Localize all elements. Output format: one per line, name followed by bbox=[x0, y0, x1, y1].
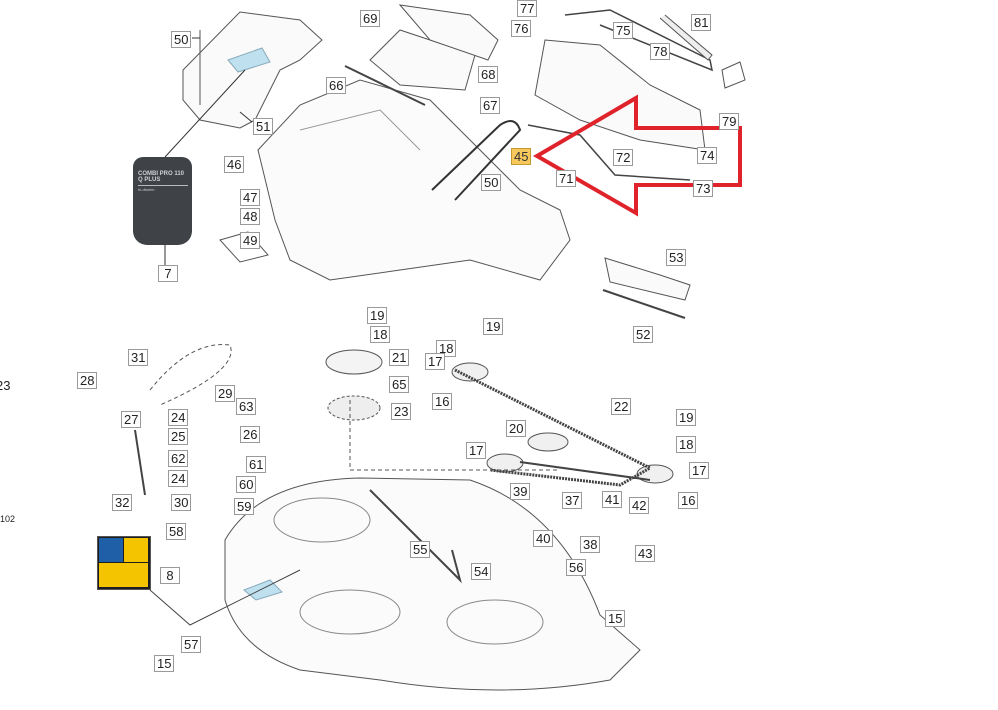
belt-22 bbox=[454, 368, 654, 487]
callout[interactable]: 69 bbox=[360, 10, 381, 27]
callout[interactable]: 20 bbox=[506, 420, 527, 437]
callout[interactable]: 42 bbox=[629, 497, 650, 514]
callout[interactable]: 28 bbox=[77, 372, 98, 389]
callout[interactable]: 18 bbox=[676, 436, 697, 453]
callout[interactable]: 17 bbox=[466, 442, 487, 459]
callout[interactable]: 78 bbox=[650, 43, 671, 60]
callout[interactable]: 23 bbox=[391, 403, 412, 420]
callout[interactable]: 76 bbox=[511, 20, 532, 37]
callout[interactable]: 27 bbox=[121, 411, 142, 428]
callout[interactable]: 57 bbox=[181, 636, 202, 653]
bracket-53 bbox=[604, 257, 691, 301]
callout[interactable]: 18 bbox=[436, 340, 457, 357]
warning-triangle-icon bbox=[124, 538, 148, 562]
pulley-21 bbox=[325, 349, 383, 375]
callout[interactable]: 37 bbox=[562, 492, 583, 509]
pulley-20 bbox=[527, 432, 569, 452]
callout[interactable]: 74 bbox=[697, 147, 718, 164]
callout[interactable]: 19 bbox=[483, 318, 504, 335]
callout[interactable]: 49 bbox=[240, 232, 261, 249]
callout[interactable]: 56 bbox=[566, 559, 587, 576]
model-decal-7: COMBI PRO 110 Q PLUS hi-dtoelm bbox=[133, 157, 192, 245]
callout[interactable]: 47 bbox=[240, 189, 261, 206]
callout[interactable]: 31 bbox=[128, 349, 149, 366]
callout[interactable]: 16 bbox=[678, 492, 699, 509]
callout[interactable]: 39 bbox=[510, 483, 531, 500]
callout[interactable]: 60 bbox=[236, 476, 257, 493]
callout[interactable]: 15 bbox=[154, 655, 175, 672]
warning-label-8 bbox=[97, 536, 151, 590]
callout[interactable]: 8 bbox=[160, 567, 180, 584]
callout[interactable]: 32 bbox=[112, 494, 133, 511]
blade-hazard-icon bbox=[99, 563, 148, 587]
callout[interactable]: 67 bbox=[480, 97, 501, 114]
callout[interactable]: 21 bbox=[389, 349, 410, 366]
callout[interactable]: 19 bbox=[367, 307, 388, 324]
callout[interactable]: 26 bbox=[240, 426, 261, 443]
callout[interactable]: 77 bbox=[517, 0, 538, 17]
callout[interactable]: 59 bbox=[234, 498, 255, 515]
callout[interactable]: 51 bbox=[253, 118, 274, 135]
manual-icon bbox=[99, 538, 123, 562]
callout[interactable]: 81 bbox=[691, 14, 712, 31]
callout[interactable]: 58 bbox=[166, 523, 187, 540]
callout[interactable]: 23 bbox=[0, 378, 13, 393]
panel-69 bbox=[398, 4, 499, 61]
callout[interactable]: 63 bbox=[236, 398, 257, 415]
callout[interactable]: 18 bbox=[370, 326, 391, 343]
callout[interactable]: 41 bbox=[602, 491, 623, 508]
callout-highlighted[interactable]: 45 bbox=[511, 148, 532, 165]
callout[interactable]: 43 bbox=[635, 545, 656, 562]
callout[interactable]: 22 bbox=[611, 398, 632, 415]
callout[interactable]: 16 bbox=[432, 393, 453, 410]
callout[interactable]: 53 bbox=[666, 249, 687, 266]
hood-body-part bbox=[257, 79, 571, 281]
callout[interactable]: 62 bbox=[168, 450, 189, 467]
pulley-17c bbox=[636, 464, 674, 484]
callout[interactable]: 66 bbox=[326, 77, 347, 94]
callout[interactable]: 73 bbox=[693, 180, 714, 197]
panel-68 bbox=[369, 29, 476, 91]
callout[interactable]: 79 bbox=[719, 113, 740, 130]
callout[interactable]: 38 bbox=[580, 536, 601, 553]
callout[interactable]: 54 bbox=[471, 563, 492, 580]
callout[interactable]: 71 bbox=[556, 170, 577, 187]
cover-sticker bbox=[227, 47, 271, 73]
mower-deck bbox=[224, 477, 641, 691]
callout[interactable]: 17 bbox=[425, 353, 446, 370]
pulley-17a bbox=[451, 362, 489, 382]
callout[interactable]: 24 bbox=[168, 470, 189, 487]
callout[interactable]: 40 bbox=[533, 530, 554, 547]
callout[interactable]: 50 bbox=[481, 174, 502, 191]
callout[interactable]: 68 bbox=[478, 66, 499, 83]
callout[interactable]: 55 bbox=[410, 541, 431, 558]
callout[interactable]: 72 bbox=[613, 149, 634, 166]
callout[interactable]: 46 bbox=[224, 156, 245, 173]
callout[interactable]: 65 bbox=[389, 376, 410, 393]
callout[interactable]: 19 bbox=[676, 409, 697, 426]
callout[interactable]: 15 bbox=[605, 610, 626, 627]
callout[interactable]: 52 bbox=[633, 326, 654, 343]
callout[interactable]: 30 bbox=[171, 494, 192, 511]
callout[interactable]: 50 bbox=[171, 31, 192, 48]
belt-45 bbox=[431, 120, 522, 201]
callout[interactable]: 25 bbox=[168, 428, 189, 445]
callout[interactable]: 17 bbox=[689, 462, 710, 479]
callout[interactable]: 48 bbox=[240, 208, 261, 225]
callout[interactable]: 61 bbox=[246, 456, 267, 473]
decal-subtitle: hi-dtoelm bbox=[138, 185, 188, 192]
callout[interactable]: 75 bbox=[613, 22, 634, 39]
callout[interactable]: 24 bbox=[168, 409, 189, 426]
decal-title: COMBI PRO 110 Q PLUS bbox=[138, 171, 185, 183]
callout[interactable]: 102 bbox=[0, 512, 18, 527]
callout[interactable]: 29 bbox=[215, 385, 236, 402]
highlight-arrow bbox=[533, 94, 742, 217]
callout[interactable]: 7 bbox=[158, 265, 178, 282]
